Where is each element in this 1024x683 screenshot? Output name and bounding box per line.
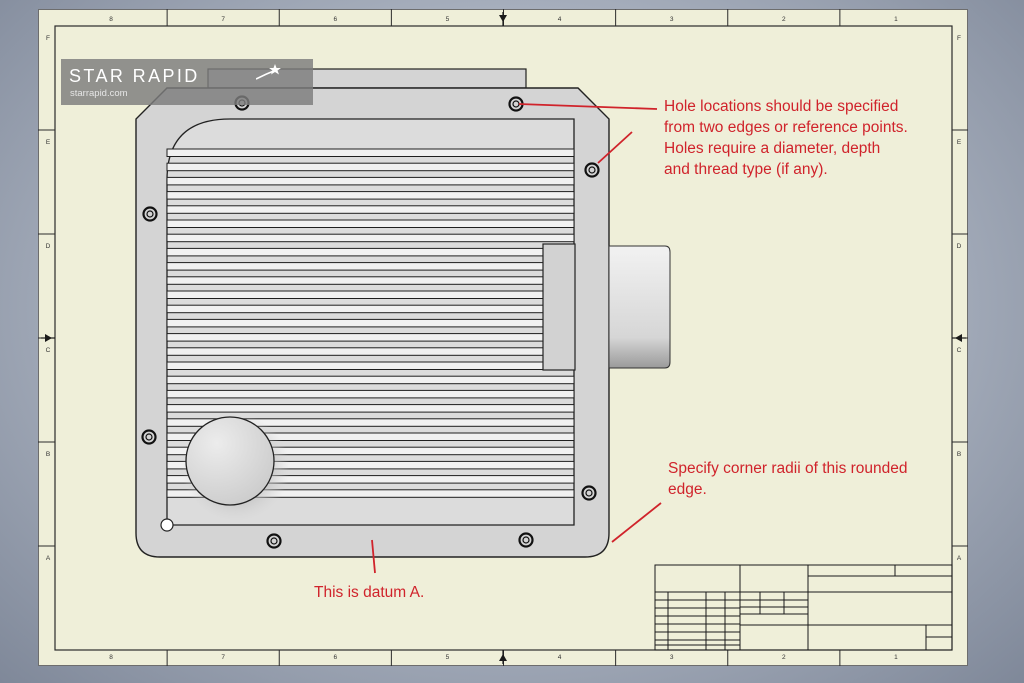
bolt-hole [518, 532, 534, 548]
zone-column-label: 3 [670, 654, 674, 661]
bolt-holes [141, 95, 600, 549]
rib [166, 333, 575, 342]
small-hole [160, 518, 174, 532]
zone-row-label: A [957, 555, 962, 562]
rib [166, 475, 575, 484]
zone-row-label: D [957, 243, 962, 250]
rib [166, 347, 575, 356]
rib [166, 191, 575, 200]
rib [166, 162, 575, 172]
star-icon [256, 64, 281, 80]
zone-column-label: 5 [446, 16, 450, 23]
leader-holes-top [518, 103, 658, 110]
zone-row-label: F [46, 35, 50, 42]
bolt-hole [584, 162, 600, 178]
zone-row-label: F [957, 35, 961, 42]
rib [166, 489, 575, 498]
rib [166, 290, 575, 299]
zone-row-label: A [46, 555, 51, 562]
zone-row-label: E [957, 139, 962, 146]
zone-row-label: D [46, 243, 51, 250]
zone-column-label: 1 [894, 654, 898, 661]
rib [166, 404, 575, 413]
rib [166, 318, 575, 328]
company-logo: STAR RAPID starrapid.com [61, 59, 313, 105]
hole-location-callout: Hole locations should be specified from … [664, 98, 908, 178]
rib [166, 446, 575, 456]
bolt-hole [266, 533, 282, 549]
leader-lines [371, 103, 662, 574]
rib [166, 247, 575, 257]
zone-row-label: B [46, 451, 50, 458]
zone-row-label: C [46, 347, 51, 354]
rib [166, 418, 575, 427]
logo-website: starrapid.com [70, 88, 128, 99]
rib [166, 205, 575, 214]
bolt-hole [142, 206, 158, 222]
rib [166, 176, 575, 186]
bolt-hole [141, 429, 157, 445]
corner-radii-callout: Specify corner radii of this rounded edg… [668, 460, 908, 498]
bolt-hole [581, 485, 597, 501]
leader-corner-radius [611, 502, 662, 543]
zone-row-label: C [957, 347, 962, 354]
zone-column-label: 5 [446, 654, 450, 661]
leader-holes-side [597, 131, 633, 164]
rib [166, 304, 575, 314]
zone-column-label: 3 [670, 16, 674, 23]
datum-callout: This is datum A. [314, 584, 425, 601]
zone-column-label: 7 [221, 16, 225, 23]
rib [166, 361, 575, 370]
rib [166, 389, 575, 399]
rib [166, 375, 575, 385]
leader-datum [371, 539, 376, 574]
rib [166, 148, 575, 157]
connector-boss [542, 243, 576, 371]
zone-row-label: E [46, 139, 51, 146]
zone-column-label: 6 [334, 654, 338, 661]
centering-arrows [41, 12, 966, 664]
zone-column-label: 2 [782, 654, 786, 661]
rib [166, 432, 575, 441]
rib [166, 460, 575, 470]
zone-column-label: 4 [558, 654, 562, 661]
title-block [654, 564, 953, 651]
zone-column-label: 8 [109, 16, 113, 23]
logo-brand: STAR RAPID [69, 66, 200, 86]
zone-column-label: 6 [334, 16, 338, 23]
rib [166, 276, 575, 285]
zone-column-label: 7 [221, 654, 225, 661]
rib [166, 233, 575, 243]
zone-column-label: 4 [558, 16, 562, 23]
connector-plug [608, 245, 671, 369]
zone-column-label: 1 [894, 16, 898, 23]
zone-column-label: 8 [109, 654, 113, 661]
rib [166, 219, 575, 228]
zone-row-label: B [957, 451, 961, 458]
drain-plug-knob [185, 416, 275, 506]
zone-column-label: 2 [782, 16, 786, 23]
rib [166, 262, 575, 271]
part-outline [135, 68, 671, 558]
